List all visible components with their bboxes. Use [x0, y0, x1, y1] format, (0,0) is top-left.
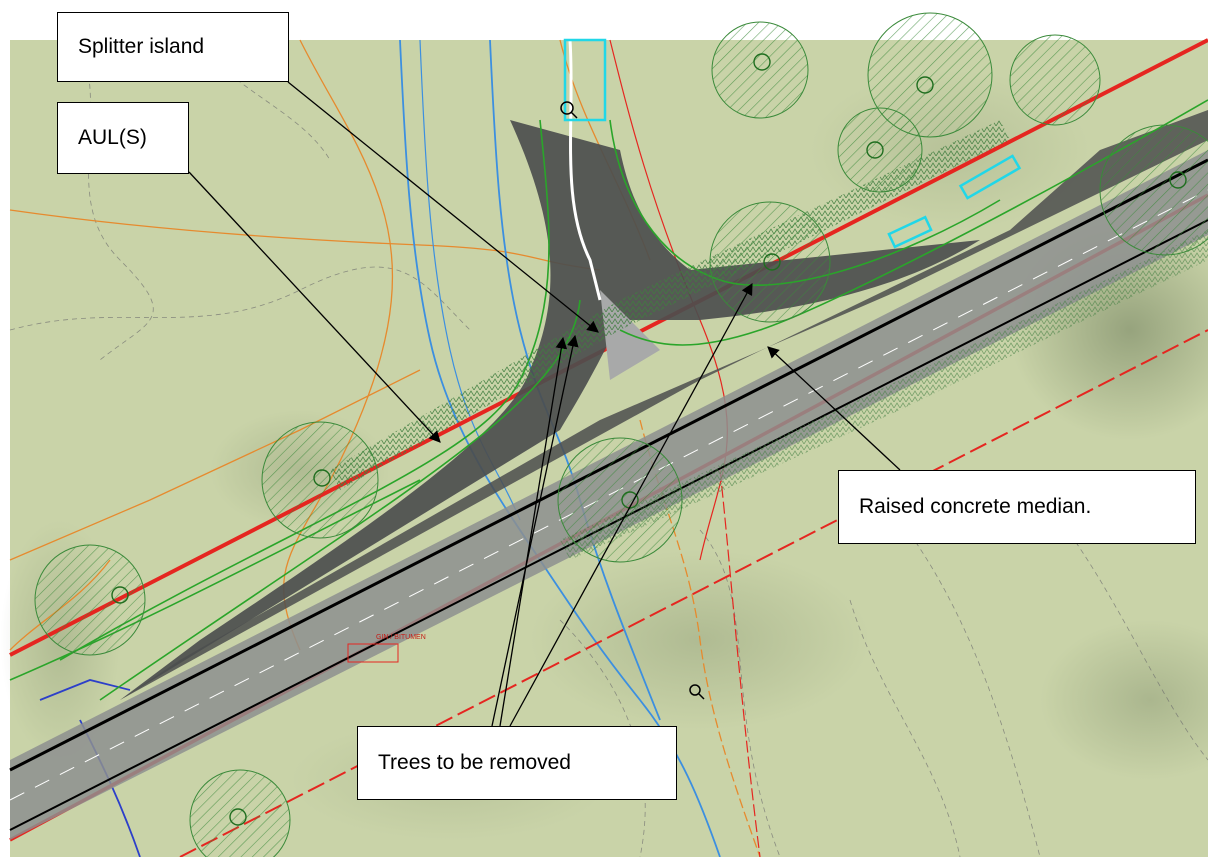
arrow-icon: [509, 282, 753, 727]
verge-vegetation: [330, 120, 1208, 560]
bitumen-label: GIN / BITUMEN: [347, 634, 426, 663]
tree-canopy-icon: [34, 544, 146, 656]
search-magnifier-icon: [689, 684, 705, 700]
arrow-icon: [499, 336, 568, 727]
tree-canopy-icon: [189, 769, 291, 857]
raised-median-label: Raised concrete median.: [859, 495, 1092, 518]
tree-canopy-icon: [1099, 124, 1208, 256]
arrow-icon: [491, 334, 579, 727]
tree-canopy-icon: [867, 12, 993, 138]
splitter-island-callout: Splitter island: [57, 12, 289, 82]
tree-canopy-icon: [261, 421, 379, 539]
tree-canopies: [34, 12, 1208, 857]
arrow-icon: [188, 171, 441, 443]
search-magnifier-icon: [560, 101, 578, 119]
callout-leaders: [188, 81, 901, 727]
bitumen-note: GIN / BITUMEN: [376, 634, 426, 641]
aul-callout: AUL(S): [57, 102, 189, 174]
arrow-icon: [767, 346, 901, 471]
splitter-island-label: Splitter island: [78, 35, 205, 58]
service-markers: [563, 38, 1022, 249]
trees-removed-label: Trees to be removed: [378, 751, 571, 774]
tree-canopy-icon: [557, 437, 683, 563]
tree-canopy-icon: [837, 107, 923, 193]
trees-removed-callout: Trees to be removed: [357, 726, 677, 800]
tree-canopy-icon: [1009, 34, 1101, 126]
arrow-icon: [287, 81, 599, 333]
raised-median-callout: Raised concrete median.: [838, 470, 1196, 544]
tree-canopy-icon: [709, 201, 831, 323]
aul-label: AUL(S): [78, 126, 147, 149]
tree-canopy-icon: [711, 21, 809, 119]
